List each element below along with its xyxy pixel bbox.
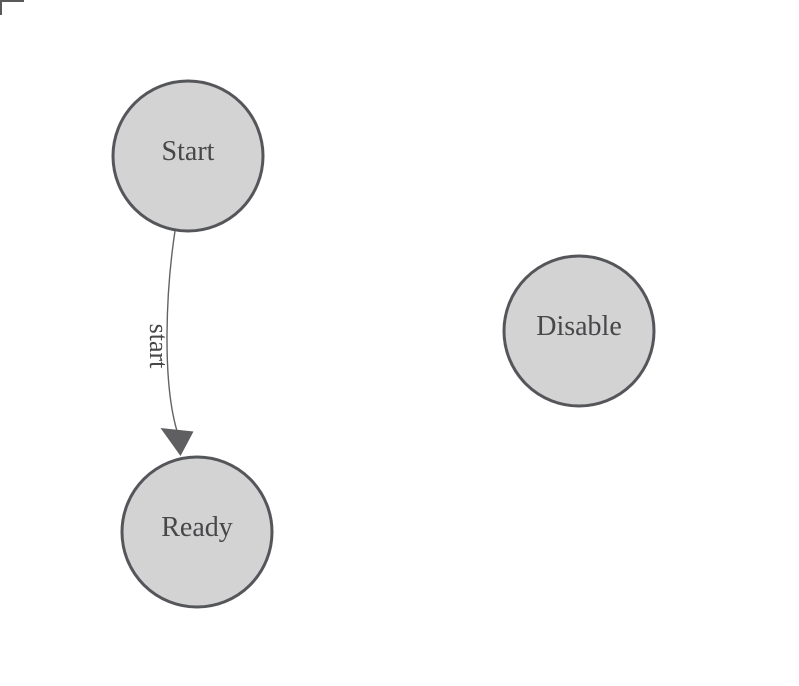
node-start-label: Start [162, 136, 215, 167]
corner-mark-vertical [0, 0, 2, 15]
node-ready-label: Ready [161, 512, 233, 543]
arrowhead-icon [160, 428, 194, 456]
edge-start-to-ready: start [144, 230, 194, 456]
node-start-circle[interactable] [111, 79, 265, 233]
node-start[interactable]: Start [111, 79, 265, 233]
edge-label: start [144, 324, 173, 370]
node-disable[interactable]: Disable [502, 254, 656, 408]
node-disable-label: Disable [536, 311, 622, 342]
corner-mark-horizontal [0, 0, 24, 2]
node-disable-circle[interactable] [502, 254, 656, 408]
node-ready[interactable]: Ready [120, 455, 274, 609]
node-ready-circle[interactable] [120, 455, 274, 609]
edge-path [166, 230, 178, 432]
canvas-corner-mark [0, 0, 24, 15]
